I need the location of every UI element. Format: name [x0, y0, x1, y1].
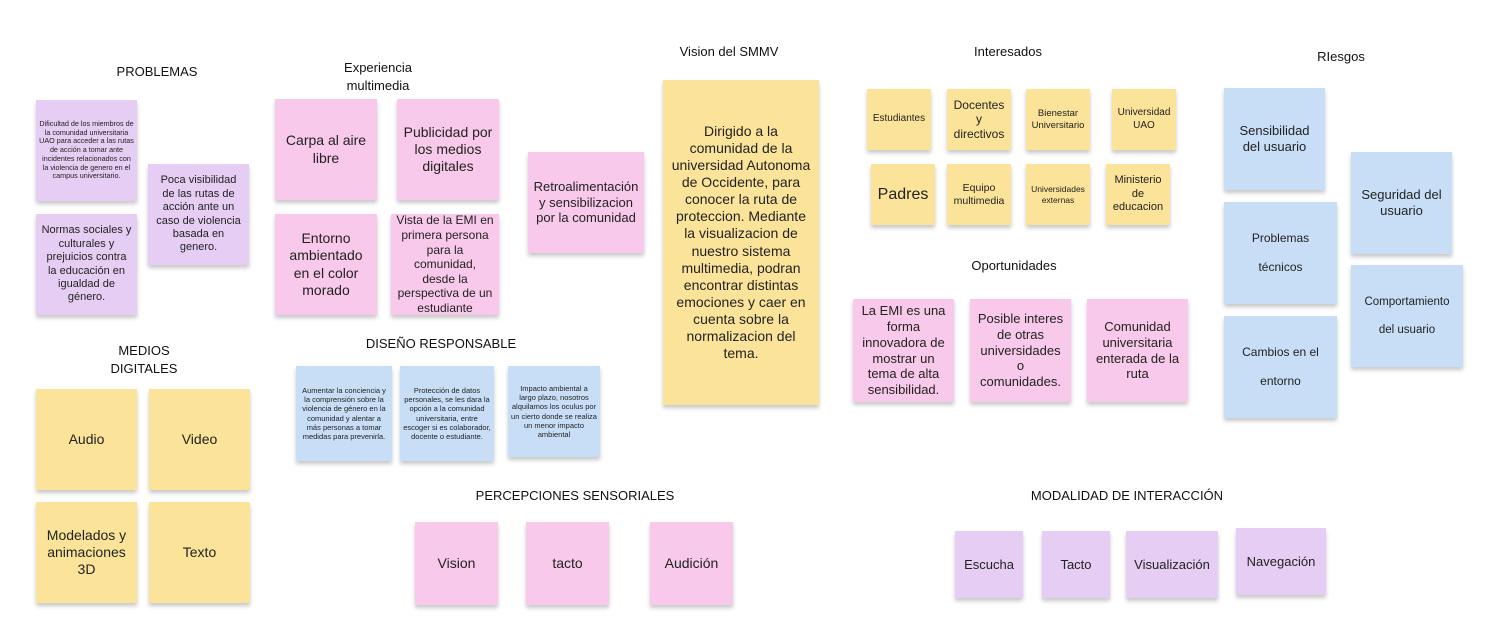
sticky-note-proteccion-datos[interactable]: Protección de datos personales, se les d…: [400, 366, 494, 461]
sticky-note-sensibilidad[interactable]: Sensibilidad del usuario: [1224, 88, 1325, 190]
sticky-note-entorno-morado[interactable]: Entorno ambientado en el color morado: [275, 214, 377, 315]
section-title-interesados: Interesados: [974, 44, 1042, 59]
sticky-note-comportamiento[interactable]: Comportamiento del usuario: [1351, 265, 1463, 367]
sticky-note-visualizacion[interactable]: Visualización: [1126, 531, 1218, 598]
sticky-note-seguridad[interactable]: Seguridad del usuario: [1351, 152, 1452, 254]
sticky-note-navegacion[interactable]: Navegación: [1236, 528, 1326, 595]
sticky-note-problema-visibilidad[interactable]: Poca visibilidad de las rutas de acción …: [148, 164, 249, 265]
sticky-note-carpa[interactable]: Carpa al aire libre: [275, 99, 377, 200]
sticky-note-bienestar[interactable]: Bienestar Universitario: [1026, 89, 1090, 150]
sticky-note-tacto-sentido[interactable]: tacto: [526, 522, 609, 605]
sticky-note-interes-universidades[interactable]: Posible interes de otras universidades o…: [970, 299, 1071, 402]
sticky-note-tacto-modalidad[interactable]: Tacto: [1042, 531, 1110, 598]
sticky-note-modelados-3d[interactable]: Modelados y animaciones 3D: [36, 502, 137, 603]
sticky-note-padres[interactable]: Padres: [871, 164, 935, 225]
section-title-vision: Vision del SMMV: [679, 44, 779, 59]
sticky-note-escucha[interactable]: Escucha: [955, 531, 1023, 598]
section-title-riesgos: RIesgos: [1317, 49, 1365, 64]
sticky-note-docentes[interactable]: Docentes y directivos: [947, 89, 1011, 150]
sticky-note-comunidad-enterada[interactable]: Comunidad universitaria enterada de la r…: [1087, 299, 1188, 402]
section-title-oportunidades: Oportunidades: [971, 258, 1057, 273]
sticky-note-problema-acceso-rutas[interactable]: Dificultad de los miembros de la comunid…: [36, 100, 137, 201]
sticky-note-audicion[interactable]: Audición: [650, 522, 733, 605]
sticky-note-retroalimentacion[interactable]: Retroalimentación y sensibilizacion por …: [528, 152, 644, 253]
sticky-note-publicidad[interactable]: Publicidad por los medios digitales: [397, 99, 499, 200]
sticky-note-emi-innovadora[interactable]: La EMI es una forma innovadora de mostra…: [853, 299, 954, 402]
sticky-note-texto[interactable]: Texto: [149, 502, 250, 603]
sticky-note-vision[interactable]: Dirigido a la comunidad de la universida…: [663, 80, 819, 405]
sticky-note-problemas-tecnicos[interactable]: Problemas técnicos: [1224, 202, 1337, 304]
sticky-note-impacto-ambiental[interactable]: Impacto ambiental a largo plazo, nosotro…: [508, 366, 600, 457]
sticky-note-equipo-multimedia[interactable]: Equipo multimedia: [947, 164, 1011, 225]
section-title-experiencia: Experiencia multimedia: [344, 60, 412, 93]
sticky-note-ministerio[interactable]: Ministerio de educacion: [1106, 164, 1170, 225]
sticky-note-audio[interactable]: Audio: [36, 389, 137, 490]
sticky-note-universidad-uao[interactable]: Universidad UAO: [1112, 89, 1176, 150]
sticky-note-cambios-entorno[interactable]: Cambios en el entorno: [1224, 316, 1337, 418]
sticky-note-vision-sentido[interactable]: Vision: [415, 522, 498, 605]
section-title-medios: MEDIOS DIGITALES: [110, 343, 178, 376]
section-title-diseno: DISEÑO RESPONSABLE: [365, 336, 517, 351]
sticky-note-conciencia[interactable]: Aumentar la conciencia y la comprensión …: [296, 366, 392, 461]
section-title-percepciones: PERCEPCIONES SENSORIALES: [475, 488, 675, 503]
sticky-note-universidades-externas[interactable]: Universidades externas: [1026, 164, 1090, 225]
sticky-note-estudiantes[interactable]: Estudiantes: [867, 89, 931, 150]
sticky-note-vista-emi[interactable]: Vista de la EMI en primera persona para …: [391, 213, 499, 315]
sticky-note-video[interactable]: Video: [149, 389, 250, 490]
sticky-note-problema-normas-sociales[interactable]: Normas sociales y culturales y prejuicio…: [36, 214, 137, 315]
section-title-modalidad: MODALIDAD DE INTERACCIÓN: [1030, 488, 1224, 503]
section-title-problemas: PROBLEMAS: [116, 64, 198, 79]
